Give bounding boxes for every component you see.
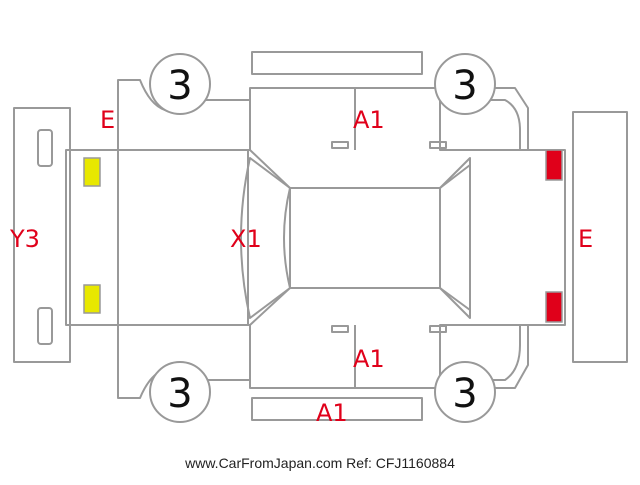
headlamp-lower: [83, 284, 101, 314]
bottom-roof-strip: [251, 397, 423, 421]
label-right-doors: A1: [353, 106, 385, 134]
car-outline: [13, 51, 628, 421]
label-hood: X1: [230, 225, 262, 253]
rear-right-quarter: [439, 324, 521, 381]
fog-lamp-upper: [37, 129, 53, 167]
footer-site: www.CarFromJapan.com: [185, 455, 343, 471]
tire-rear-left: [434, 53, 496, 115]
tire-labels: 3 3 3 3: [167, 63, 477, 417]
lower-door-handle-front: [331, 325, 349, 333]
label-front-left-fender: E: [100, 106, 115, 134]
roof: [289, 187, 441, 289]
label-left-sill: A1: [316, 399, 348, 427]
rear-window: [439, 164, 471, 311]
windshield: [240, 157, 291, 319]
tire-front-left-label: 3: [167, 63, 192, 109]
tire-rear-right-label: 3: [452, 371, 477, 417]
tire-front-right: [149, 361, 211, 423]
label-front-bumper: Y3: [9, 225, 40, 253]
rear-left-quarter: [439, 99, 521, 151]
tire-rear-left-label: 3: [452, 63, 477, 109]
footer-ref: Ref: CFJ1160884: [346, 455, 455, 471]
upper-door-handle-front: [331, 141, 349, 149]
label-rear-bumper: E: [578, 225, 593, 253]
footer: www.CarFromJapan.com Ref: CFJ1160884: [0, 455, 640, 471]
damage-labels: E Y3 X1 A1 A1 A1 E: [9, 106, 593, 427]
taillamp-upper: [545, 149, 563, 181]
tire-rear-right: [434, 361, 496, 423]
front-bumper: [13, 107, 71, 363]
headlamp-upper: [83, 157, 101, 187]
tire-front-left: [149, 53, 211, 115]
upper-door-handle-rear: [429, 141, 447, 149]
tires: [149, 53, 496, 423]
tire-front-right-label: 3: [167, 371, 192, 417]
rear-bumper: [572, 111, 628, 363]
label-left-doors: A1: [353, 345, 385, 373]
fog-lamp-lower: [37, 307, 53, 345]
hood: [117, 149, 249, 326]
body-shell: [65, 87, 566, 389]
taillamp-lower: [545, 291, 563, 323]
top-roof-strip: [251, 51, 423, 75]
lower-door-handle-rear: [429, 325, 447, 333]
